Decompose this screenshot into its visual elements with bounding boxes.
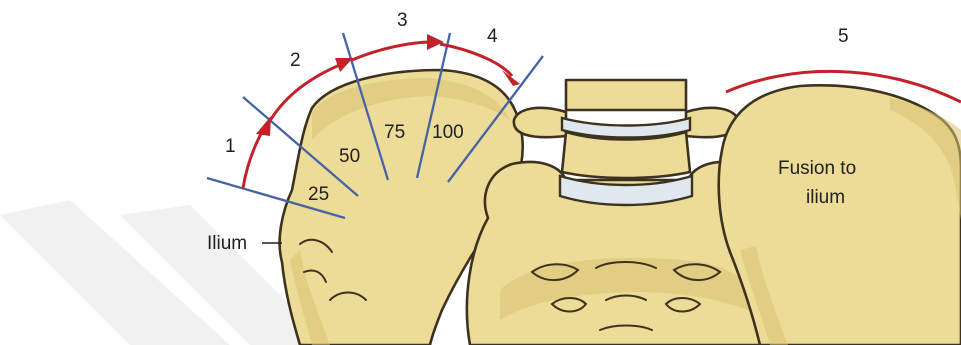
arrowhead-4 [502,70,520,86]
stage-label-3: 3 [397,10,408,31]
stage-label-1: 1 [225,136,236,157]
percent-label-25: 25 [308,184,329,205]
right-ilium [719,85,961,345]
arrowhead-3 [427,34,444,50]
arc-stage-1 [243,130,263,188]
arrowhead-2 [335,58,353,72]
ilium-label: Ilium [207,233,247,254]
percent-label-50: 50 [339,146,360,167]
fusion-label-line2: ilium [806,187,845,208]
fusion-label-line1: Fusion to [778,158,856,179]
percent-label-75: 75 [384,122,405,143]
arc-stage-3 [352,42,432,60]
stage-label-5: 5 [838,26,849,47]
arrowhead-1 [256,116,271,136]
percent-label-100: 100 [432,122,464,143]
stage-label-2: 2 [290,50,301,71]
ilium-callout: Ilium [207,233,282,254]
stage-label-4: 4 [487,26,498,47]
